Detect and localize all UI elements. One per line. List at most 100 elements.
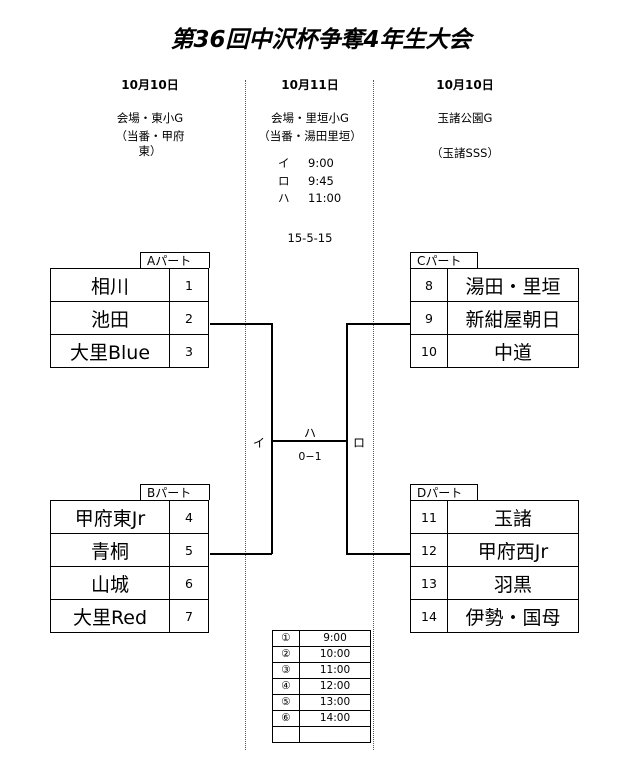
time-mark: ロ xyxy=(278,174,290,188)
center-venue: 会場・里垣小G xyxy=(271,111,349,125)
center-duty: （当番・湯田里垣） xyxy=(258,129,362,143)
team-number: 11 xyxy=(410,500,448,534)
team-number: 5 xyxy=(169,533,209,567)
time-value: 11:00 xyxy=(308,191,342,205)
time-value: 9:00 xyxy=(308,156,334,170)
team-name: 湯田・里垣 xyxy=(447,268,579,302)
team-name: 新紺屋朝日 xyxy=(447,301,579,335)
left-duty-2: 東） xyxy=(138,144,162,158)
slot-number: ⑤ xyxy=(272,694,300,711)
slot-number: ④ xyxy=(272,678,300,695)
team-name: 甲府西Jr xyxy=(447,533,579,567)
slot-time: 12:00 xyxy=(299,678,371,695)
center-date: 10月11日 xyxy=(281,78,339,92)
slot-time: 10:00 xyxy=(299,646,371,663)
semi-left-label: イ xyxy=(252,436,265,450)
left-date: 10月10日 xyxy=(121,78,179,92)
slot-time: 11:00 xyxy=(299,662,371,679)
right-venue: 玉諸公園G xyxy=(437,111,493,125)
bracket-line-right-vertical xyxy=(346,323,348,554)
slot-number: ⑥ xyxy=(272,710,300,727)
team-number: 8 xyxy=(410,268,448,302)
time-value: 9:45 xyxy=(308,174,334,188)
team-name: 甲府東Jr xyxy=(50,500,170,534)
bracket-line-d xyxy=(346,553,410,555)
bracket-line-left-final xyxy=(271,440,347,442)
team-name: 大里Red xyxy=(50,599,170,633)
team-number: 13 xyxy=(410,566,448,600)
left-venue: 会場・東小G xyxy=(116,111,184,125)
team-number: 9 xyxy=(410,301,448,335)
final-label: ハ xyxy=(303,426,316,440)
slot-time: 13:00 xyxy=(299,694,371,711)
bracket-line-a xyxy=(210,323,272,325)
table-row xyxy=(272,726,371,743)
separator-right xyxy=(373,80,374,750)
bracket-line-b xyxy=(210,553,272,555)
part-d-label: Dパート xyxy=(410,484,478,500)
team-name: 相川 xyxy=(50,268,170,302)
separator-left xyxy=(245,80,246,750)
part-a-label: Aパート xyxy=(140,252,210,268)
slot-time: 9:00 xyxy=(299,630,371,647)
right-duty: （玉諸SSS） xyxy=(431,146,499,160)
team-number: 3 xyxy=(169,334,209,368)
left-duty-1: （当番・甲府 xyxy=(115,129,185,143)
team-number: 7 xyxy=(169,599,209,633)
team-name: 大里Blue xyxy=(50,334,170,368)
team-number: 10 xyxy=(410,334,448,368)
center-time-ha: ハ 11:00 xyxy=(270,190,360,206)
team-name: 中道 xyxy=(447,334,579,368)
slot-number: ① xyxy=(272,630,300,647)
page-title: 第36回中沢杯争奪4年生大会 xyxy=(170,27,472,53)
center-format: 15-5-15 xyxy=(287,231,333,245)
team-number: 4 xyxy=(169,500,209,534)
team-name: 伊勢・国母 xyxy=(447,599,579,633)
semi-right-label: ロ xyxy=(352,436,365,450)
bracket-line-c xyxy=(346,323,410,325)
slot-time xyxy=(299,726,371,743)
slot-number: ② xyxy=(272,646,300,663)
center-time-ro: ロ 9:45 xyxy=(270,173,360,189)
team-name: 玉諸 xyxy=(447,500,579,534)
team-name: 羽黒 xyxy=(447,566,579,600)
slot-time: 14:00 xyxy=(299,710,371,727)
team-name: 青桐 xyxy=(50,533,170,567)
team-name: 山城 xyxy=(50,566,170,600)
team-number: 14 xyxy=(410,599,448,633)
part-b-label: Bパート xyxy=(140,484,210,500)
bracket-line-left-vertical xyxy=(271,323,273,554)
final-score: 0−1 xyxy=(298,450,322,463)
team-number: 1 xyxy=(169,268,209,302)
time-mark: ハ xyxy=(278,191,290,205)
team-number: 6 xyxy=(169,566,209,600)
team-number: 12 xyxy=(410,533,448,567)
slot-number: ③ xyxy=(272,662,300,679)
slot-number xyxy=(272,726,300,743)
